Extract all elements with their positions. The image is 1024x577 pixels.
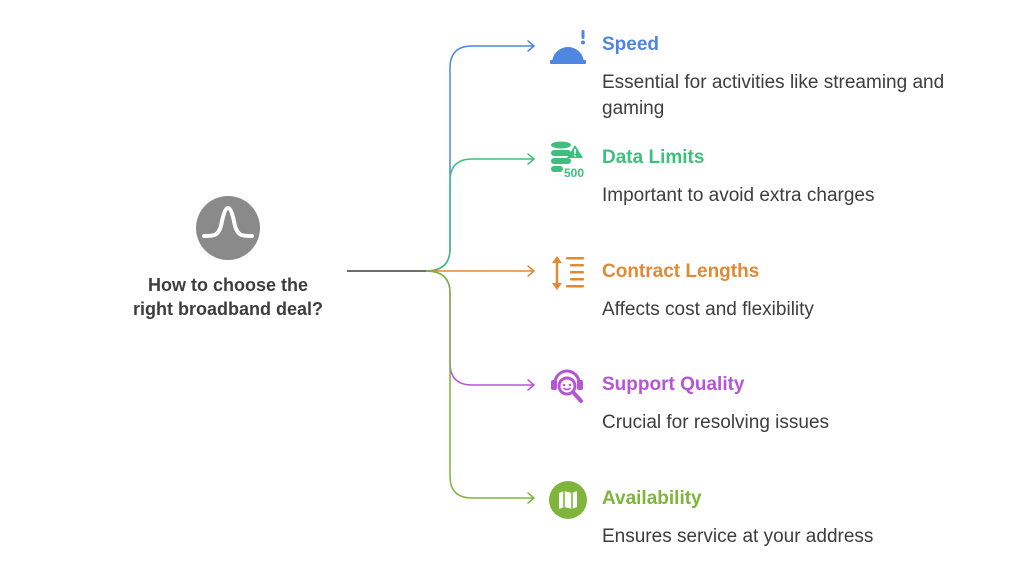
length-list-icon <box>548 253 588 293</box>
root-icon <box>196 196 260 260</box>
branch-arrowhead-2 <box>527 265 535 277</box>
support-search-icon <box>548 366 588 406</box>
branch-title-availability: Availability <box>602 488 702 509</box>
branch-description-support-quality: Crucial for resolving issues <box>602 412 830 433</box>
branch-description-data-limits: Important to avoid extra charges <box>602 185 875 206</box>
branch-arrowhead-3 <box>527 379 535 391</box>
branch-arrowhead-1 <box>527 153 535 165</box>
branch-description-contract-lengths: Affects cost and flexibility <box>602 299 814 320</box>
map-icon <box>548 480 588 520</box>
data-limit-value: 500 <box>564 166 584 179</box>
branch-arrowhead-0 <box>527 40 535 52</box>
branch-connector-4 <box>425 270 534 499</box>
branch-title-speed: Speed <box>602 34 660 55</box>
root-title: How to choose the right broadband deal? <box>132 275 323 319</box>
branch-title-data-limits: Data Limits <box>602 147 705 168</box>
branch-title-support-quality: Support Quality <box>602 374 745 395</box>
branch-description-availability: Ensures service at your address <box>602 526 874 547</box>
branch-title-contract-lengths: Contract Lengths <box>602 261 760 282</box>
branch-description-speed: Essential for activities like streaming … <box>602 72 945 119</box>
signal-wave-icon <box>196 196 260 260</box>
branch-arrowhead-4 <box>527 492 535 504</box>
database-limit-icon: 500 <box>548 139 588 180</box>
branch-connector-3 <box>425 270 534 386</box>
branch-connector-1 <box>425 158 534 272</box>
radar-icon <box>548 26 588 66</box>
